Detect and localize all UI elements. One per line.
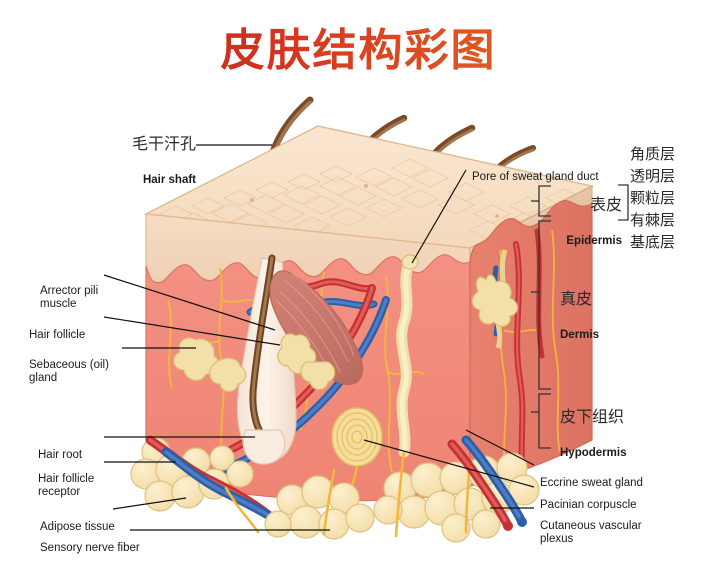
label-follicle-receptor: Hair follicle receptor — [38, 454, 110, 519]
label-sebaceous-gland-en: Sebaceous (oil) gland — [29, 358, 109, 385]
leader-hair-follicle — [103, 316, 281, 346]
leader-arrector-pili — [103, 274, 276, 331]
label-hair-follicle-en: Hair follicle — [29, 328, 86, 341]
sweat-gland-duct — [396, 254, 419, 458]
adipose-tissue-group — [130, 435, 540, 543]
label-sebaceous-gland: Sebaceous (oil) gland — [29, 340, 124, 405]
label-follicle-receptor-en: Hair follicle receptor — [38, 472, 95, 499]
label-vascular-plexus: Cutaneous vascular plexus — [540, 501, 700, 566]
bracket-hypodermis — [538, 393, 551, 449]
skin-anatomy-illustration — [103, 96, 629, 543]
bracket-epidermis-sublayers — [618, 184, 629, 221]
leader-lines — [103, 144, 535, 531]
label-vascular-plexus-en: Cutaneous vascular plexus — [540, 519, 642, 546]
label-hypodermis: 皮下组织 Hypodermis — [560, 390, 664, 479]
sublayer-stratum-corneum: 角质层 — [630, 146, 676, 163]
label-hair-root-en: Hair root — [38, 448, 83, 461]
label-sensory-nerve: Sensory nerve fiber — [40, 523, 145, 574]
bracket-dermis — [538, 220, 551, 390]
sublayer-stratum-spinosum: 有棘层 — [630, 212, 676, 229]
label-eccrine-gland-en: Eccrine sweat gland — [540, 476, 643, 489]
label-hair-shaft: 毛干汗孔 Hair shaft — [60, 117, 196, 206]
label-pacinian-corpuscle-en: Pacinian corpuscle — [540, 498, 637, 511]
label-epidermis: 表皮 Epidermis — [560, 178, 622, 267]
layer-brackets — [531, 184, 629, 449]
label-adipose-tissue: Adipose tissue — [40, 502, 118, 553]
label-sensory-nerve-en: Sensory nerve fiber — [40, 541, 140, 554]
label-hypodermis-cn: 皮下组织 — [560, 408, 625, 426]
leader-adipose — [112, 497, 187, 510]
sensory-nerve-fibers — [224, 450, 472, 538]
sublayer-stratum-basale: 基底层 — [630, 234, 676, 251]
page-title: 皮肤结构彩图 — [0, 14, 717, 78]
label-hair-shaft-en: Hair shaft — [142, 173, 196, 186]
label-hair-shaft-cn: 毛干汗孔 — [131, 135, 196, 153]
leader-pacinian — [363, 439, 535, 488]
hair-follicle-primary — [173, 254, 364, 465]
sublayer-stratum-granulosum: 颗粒层 — [630, 190, 676, 207]
label-sweat-pore-en: Pore of sweat gland duct — [472, 170, 599, 183]
label-pacinian-corpuscle: Pacinian corpuscle — [540, 480, 710, 531]
label-eccrine-gland: Eccrine sweat gland — [540, 458, 710, 509]
label-hair-root: Hair root — [38, 430, 108, 481]
label-adipose-tissue-en: Adipose tissue — [40, 520, 115, 533]
sublayer-stratum-lucidum: 透明层 — [630, 168, 676, 185]
eccrine-sweat-gland-coil — [471, 249, 519, 349]
label-epidermis-en: Epidermis — [566, 234, 622, 247]
label-dermis: 真皮 Dermis — [560, 272, 630, 361]
label-hypodermis-en: Hypodermis — [560, 446, 627, 459]
label-epidermis-cn: 表皮 — [589, 196, 622, 214]
label-dermis-en: Dermis — [560, 328, 599, 341]
cutaneous-vascular-plexus-right — [447, 435, 527, 531]
leader-eccrine — [465, 429, 535, 466]
epidermis-sublayer-list: 角质层 透明层 颗粒层 有棘层 基底层 — [630, 144, 714, 254]
leader-sweat-pore — [411, 169, 467, 264]
diagram-canvas: 皮肤结构彩图 — [0, 14, 717, 554]
label-hair-follicle: Hair follicle — [29, 310, 109, 361]
label-arrector-pili: Arrector pili muscle — [40, 266, 110, 331]
label-sweat-pore: Pore of sweat gland duct — [472, 152, 622, 203]
label-arrector-pili-en: Arrector pili muscle — [40, 284, 99, 311]
label-dermis-cn: 真皮 — [560, 290, 593, 308]
